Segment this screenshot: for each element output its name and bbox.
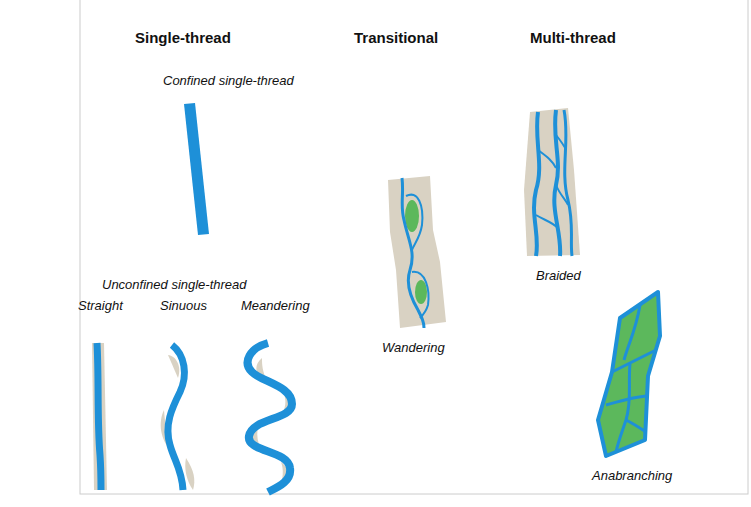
braided-channel [536, 215, 558, 228]
anabranching-channel [626, 420, 646, 432]
anabranching-channels [606, 305, 656, 452]
anabranching-channel [616, 364, 630, 452]
column-heading: Single-thread [135, 29, 231, 46]
braided-channels [534, 110, 572, 256]
type-label: Braided [536, 269, 581, 284]
type-label: Meandering [241, 299, 310, 314]
braided-channel [564, 110, 572, 256]
wandering-channel [406, 195, 422, 250]
sinuous-bar [168, 355, 179, 378]
braided-channel [556, 135, 566, 150]
type-label: Wandering [382, 341, 445, 356]
frame [80, 0, 748, 494]
type-label: Sinuous [160, 299, 207, 314]
braided-channel [554, 110, 560, 256]
straight-channel [97, 343, 101, 490]
wandering-channel [402, 178, 424, 328]
anabranching-channel [624, 305, 640, 360]
braided-channel [534, 112, 539, 256]
wandering-island [415, 280, 427, 304]
column-heading: Multi-thread [530, 29, 616, 46]
wandering-channel [412, 272, 428, 318]
braided-floodplain [524, 108, 580, 256]
wandering-floodplain [388, 176, 446, 328]
anabranching-islands [598, 292, 660, 456]
braided-channel [538, 150, 556, 168]
group-label: Unconfined single-thread [102, 278, 247, 293]
column-heading: Transitional [354, 29, 438, 46]
confined-channel [184, 103, 209, 235]
type-label: Straight [78, 299, 123, 314]
braided-channel [556, 185, 568, 205]
anabranching-channel [606, 396, 646, 405]
straight-bars [92, 343, 107, 490]
type-label: Confined single-thread [163, 74, 294, 89]
sinuous-channel [168, 345, 185, 490]
type-label: Anabranching [592, 469, 672, 484]
sinuous-bar [185, 458, 194, 490]
meander-channel [248, 343, 292, 492]
anabranching-channel [612, 350, 656, 372]
